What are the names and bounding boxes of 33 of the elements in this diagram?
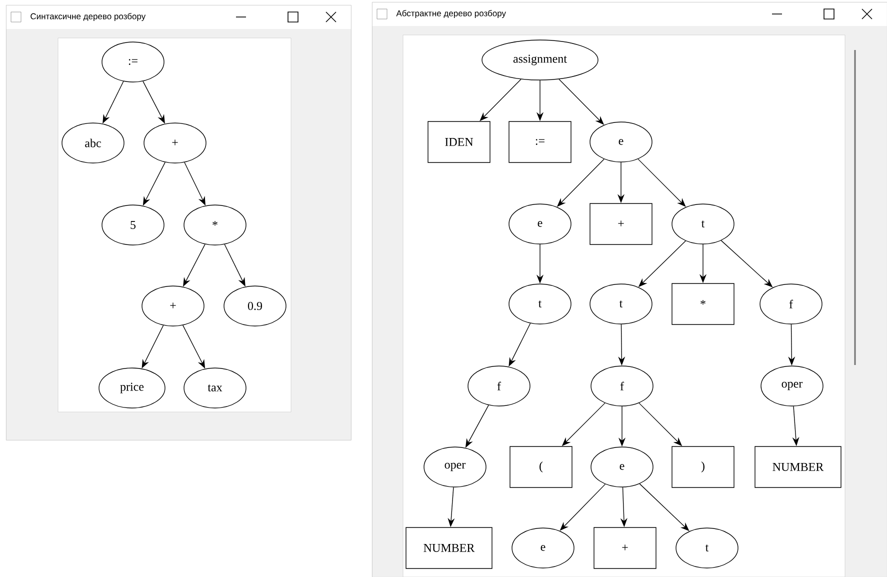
ellipse-node: price xyxy=(98,368,166,408)
terminal-box: * xyxy=(672,283,734,325)
ellipse-node: f xyxy=(590,366,654,406)
ellipse-node: e xyxy=(512,528,574,568)
ellipse-node: oper xyxy=(760,366,824,406)
terminal-box: ) xyxy=(672,446,734,488)
ellipse-node: assignment xyxy=(482,40,598,80)
ellipse-node: oper xyxy=(424,446,486,488)
terminal-box: ( xyxy=(510,446,572,488)
ellipse-node: := xyxy=(102,42,164,82)
ellipse-node: f xyxy=(468,366,530,406)
ellipse-node: t xyxy=(590,284,652,324)
ellipse-node: abc xyxy=(62,122,124,164)
terminal-box: + xyxy=(590,203,652,245)
ellipse-node: * xyxy=(184,204,246,246)
ellipse-node: 0.9 xyxy=(224,286,286,326)
ellipse-node: e xyxy=(508,204,572,244)
ellipse-node: t xyxy=(676,528,738,568)
terminal-box: NUMBER xyxy=(406,527,492,569)
ellipse-node: tax xyxy=(184,368,246,408)
ellipse-node: t xyxy=(672,204,734,244)
arrow xyxy=(638,158,686,207)
ellipse-node: t xyxy=(508,284,572,324)
terminal-box: IDEN xyxy=(428,121,490,163)
ellipse-node: + xyxy=(142,286,204,326)
ellipse-node: e xyxy=(590,446,654,488)
ellipse-node: 5 xyxy=(102,204,164,246)
ellipse-node: f xyxy=(760,284,822,324)
ellipse-node: + xyxy=(144,122,206,164)
terminal-box: := xyxy=(508,121,572,163)
terminal-box: + xyxy=(594,527,656,569)
ellipse-node: e xyxy=(590,122,652,162)
terminal-box: NUMBER xyxy=(754,446,842,488)
